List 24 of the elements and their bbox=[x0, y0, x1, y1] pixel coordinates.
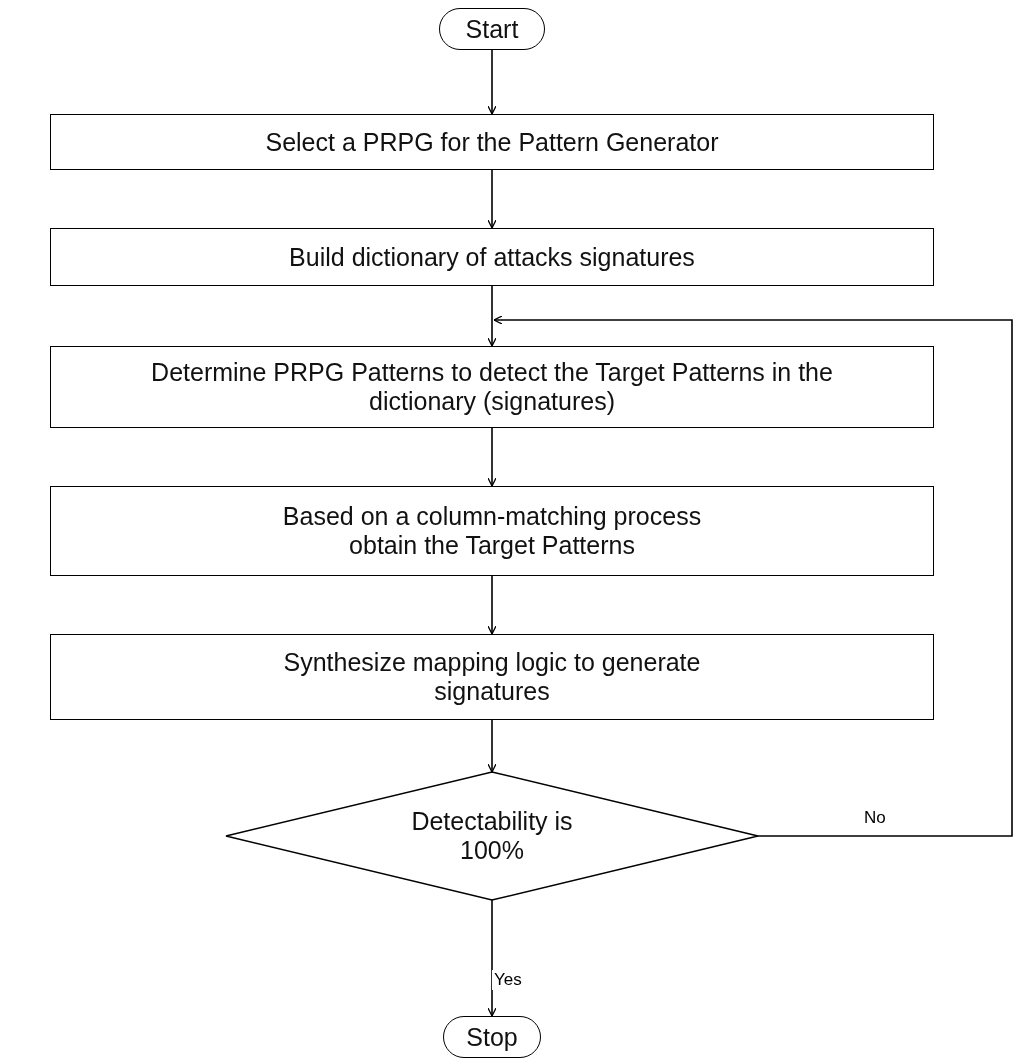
step-text: Synthesize mapping logic to generate signatures bbox=[282, 648, 702, 706]
decision-text: Detectability is 100% bbox=[410, 807, 574, 865]
process-box bbox=[50, 114, 934, 170]
step-text: Start bbox=[465, 14, 519, 44]
arrow bbox=[487, 285, 497, 347]
step-text: Stop bbox=[466, 1022, 518, 1052]
arrow bbox=[487, 575, 497, 635]
arrow bbox=[487, 899, 497, 1017]
step-text: Select a PRPG for the Pattern Generator bbox=[265, 127, 719, 157]
arrow bbox=[487, 719, 497, 773]
process-box bbox=[50, 228, 934, 286]
step-text: Determine PRPG Patterns to detect the Target Patterns in the dictionary (signatures) bbox=[150, 358, 834, 416]
step-text: Build dictionary of attacks signatures bbox=[289, 242, 695, 272]
arrow bbox=[493, 315, 1013, 837]
process-box bbox=[50, 634, 934, 720]
arrow bbox=[487, 427, 497, 487]
terminal-shape bbox=[443, 1016, 541, 1058]
arrow bbox=[487, 169, 497, 229]
process-box bbox=[50, 346, 934, 428]
edge-label: Yes bbox=[492, 970, 524, 990]
process-box bbox=[50, 486, 934, 576]
terminal-shape bbox=[439, 8, 545, 50]
arrow bbox=[487, 49, 497, 115]
step-text: Based on a column-matching process obtain the Target Patterns bbox=[281, 502, 703, 560]
